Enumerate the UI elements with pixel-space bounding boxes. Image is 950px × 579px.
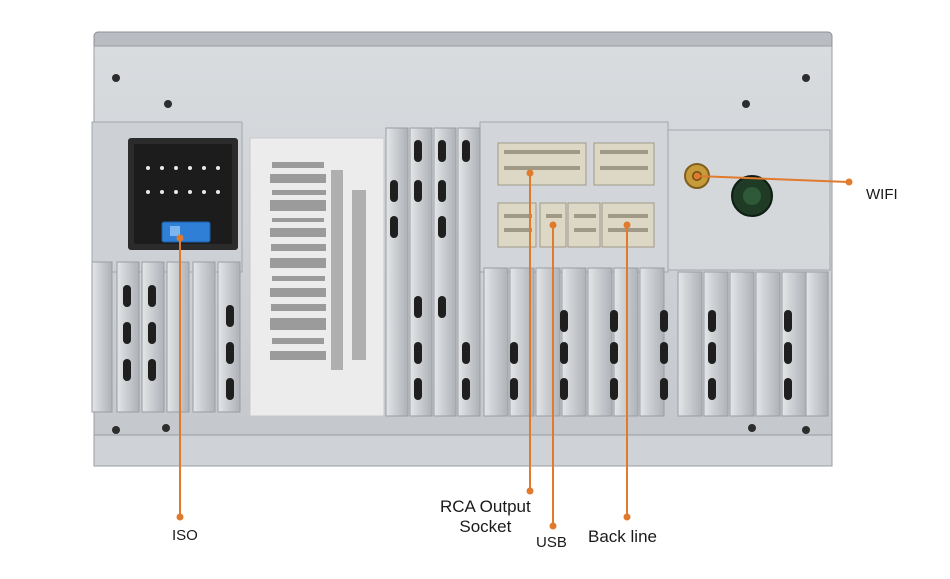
usb-callout-label: USB: [536, 534, 567, 551]
iso-callout-label: ISO: [172, 527, 198, 544]
round-port-icon: [731, 175, 773, 217]
rca-label-line2: Socket: [459, 517, 512, 536]
barcode-sticker: [249, 137, 385, 417]
back-line-callout-label: Back line: [588, 527, 657, 546]
rca-output-callout-label: RCA Output Socket: [440, 497, 531, 537]
heatsink-fins: [91, 127, 829, 417]
vent-slots: [123, 140, 792, 400]
wifi-callout-label: WIFI: [866, 186, 898, 203]
callout-lines: [179, 173, 849, 526]
callout-dots: [176, 169, 853, 530]
iso-connector: [128, 138, 238, 250]
rca-label-line1: RCA Output: [440, 497, 531, 516]
fuse: [161, 221, 211, 243]
